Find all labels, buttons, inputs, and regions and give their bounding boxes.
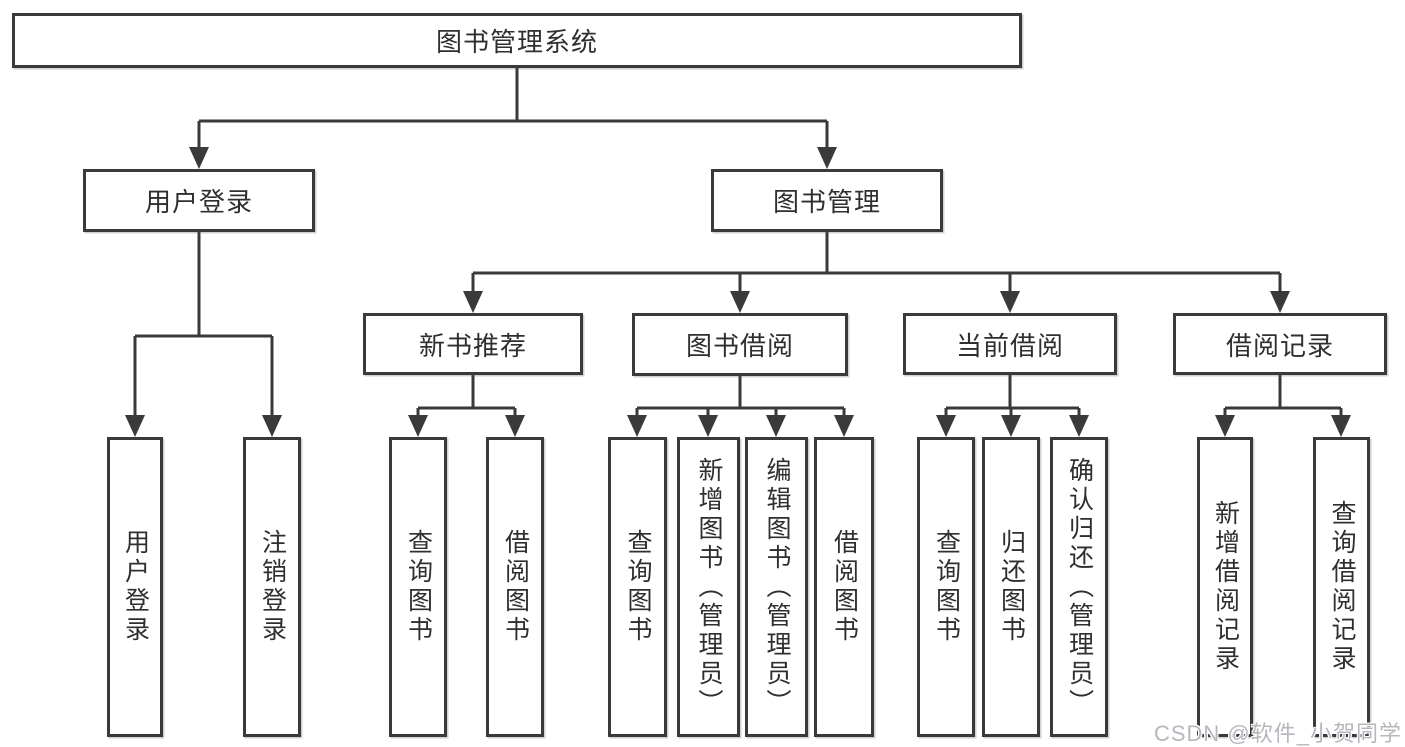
arrowhead bbox=[408, 415, 428, 437]
arrowhead bbox=[1270, 291, 1290, 313]
connector-lines bbox=[133, 68, 1343, 418]
leaf-user-login-label: 用户登录 bbox=[121, 529, 150, 645]
node-user-login: 用户登录 bbox=[83, 169, 315, 232]
arrowhead bbox=[936, 415, 956, 437]
node-current-borrowing: 当前借阅 bbox=[903, 313, 1117, 375]
leaf-query-books-borrowing-label: 查询图书 bbox=[624, 529, 652, 645]
arrowhead bbox=[817, 147, 837, 169]
leaf-query-books-current: 查询图书 bbox=[917, 437, 975, 737]
node-library-management-system-label: 图书管理系统 bbox=[435, 27, 598, 57]
leaf-edit-book-admin-label: 编辑图书（管理员） bbox=[763, 456, 791, 718]
node-borrowing-records: 借阅记录 bbox=[1173, 313, 1387, 375]
node-borrowing-records-label: 借阅记录 bbox=[1225, 330, 1334, 361]
node-new-book-recommendation: 新书推荐 bbox=[363, 313, 583, 375]
leaf-query-books-recommend: 查询图书 bbox=[389, 437, 447, 737]
leaf-logout-label: 注销登录 bbox=[258, 529, 287, 645]
leaf-return-books-label: 归还图书 bbox=[997, 529, 1026, 645]
leaf-add-borrow-record-label: 新增借阅记录 bbox=[1211, 500, 1240, 674]
arrowhead bbox=[1001, 415, 1021, 437]
leaf-add-book-admin-label: 新增图书（管理员） bbox=[695, 456, 723, 718]
node-library-management-system: 图书管理系统 bbox=[12, 13, 1022, 68]
csdn-watermark: CSDN @软件_小贺同学 bbox=[1153, 721, 1402, 746]
arrowheads bbox=[125, 147, 1351, 437]
leaf-edit-book-admin: 编辑图书（管理员） bbox=[745, 437, 808, 737]
leaf-confirm-return-admin: 确认归还（管理员） bbox=[1050, 437, 1108, 737]
leaf-add-borrow-record: 新增借阅记录 bbox=[1197, 437, 1253, 737]
node-new-book-recommendation-label: 新书推荐 bbox=[418, 330, 527, 361]
arrowhead bbox=[125, 415, 145, 437]
node-book-management-label: 图书管理 bbox=[772, 187, 881, 217]
arrowhead bbox=[505, 415, 525, 437]
leaf-query-books-current-label: 查询图书 bbox=[932, 529, 961, 645]
leaf-user-login: 用户登录 bbox=[107, 437, 163, 737]
leaf-borrow-books-borrowing-label: 借阅图书 bbox=[830, 529, 859, 645]
arrowhead bbox=[1331, 415, 1351, 437]
node-current-borrowing-label: 当前借阅 bbox=[955, 330, 1064, 361]
leaf-borrow-books-recommend-label: 借阅图书 bbox=[501, 529, 530, 645]
leaf-return-books: 归还图书 bbox=[982, 437, 1040, 737]
arrowhead bbox=[698, 415, 718, 437]
arrowhead bbox=[627, 415, 647, 437]
leaf-add-book-admin: 新增图书（管理员） bbox=[677, 437, 740, 737]
arrowhead bbox=[730, 291, 750, 313]
leaf-borrow-books-borrowing: 借阅图书 bbox=[814, 437, 874, 737]
leaf-confirm-return-admin-label: 确认归还（管理员） bbox=[1065, 456, 1094, 718]
arrowhead bbox=[1215, 415, 1235, 437]
arrowhead bbox=[1069, 415, 1089, 437]
arrowhead bbox=[189, 147, 209, 169]
node-user-login-label: 用户登录 bbox=[144, 187, 253, 217]
leaf-query-books-recommend-label: 查询图书 bbox=[404, 529, 433, 645]
arrowhead bbox=[766, 415, 786, 437]
arrowhead bbox=[834, 415, 854, 437]
arrowhead bbox=[262, 415, 282, 437]
arrowhead bbox=[1000, 291, 1020, 313]
leaf-borrow-books-recommend: 借阅图书 bbox=[486, 437, 544, 737]
arrowhead bbox=[463, 291, 483, 313]
node-book-borrowing-label: 图书借阅 bbox=[685, 331, 794, 361]
leaf-query-borrow-record-label: 查询借阅记录 bbox=[1328, 500, 1356, 674]
leaf-logout: 注销登录 bbox=[243, 437, 301, 737]
leaf-query-borrow-record: 查询借阅记录 bbox=[1313, 437, 1370, 737]
leaf-query-books-borrowing: 查询图书 bbox=[608, 437, 667, 737]
node-book-borrowing: 图书借阅 bbox=[632, 313, 848, 376]
node-book-management: 图书管理 bbox=[711, 169, 943, 232]
